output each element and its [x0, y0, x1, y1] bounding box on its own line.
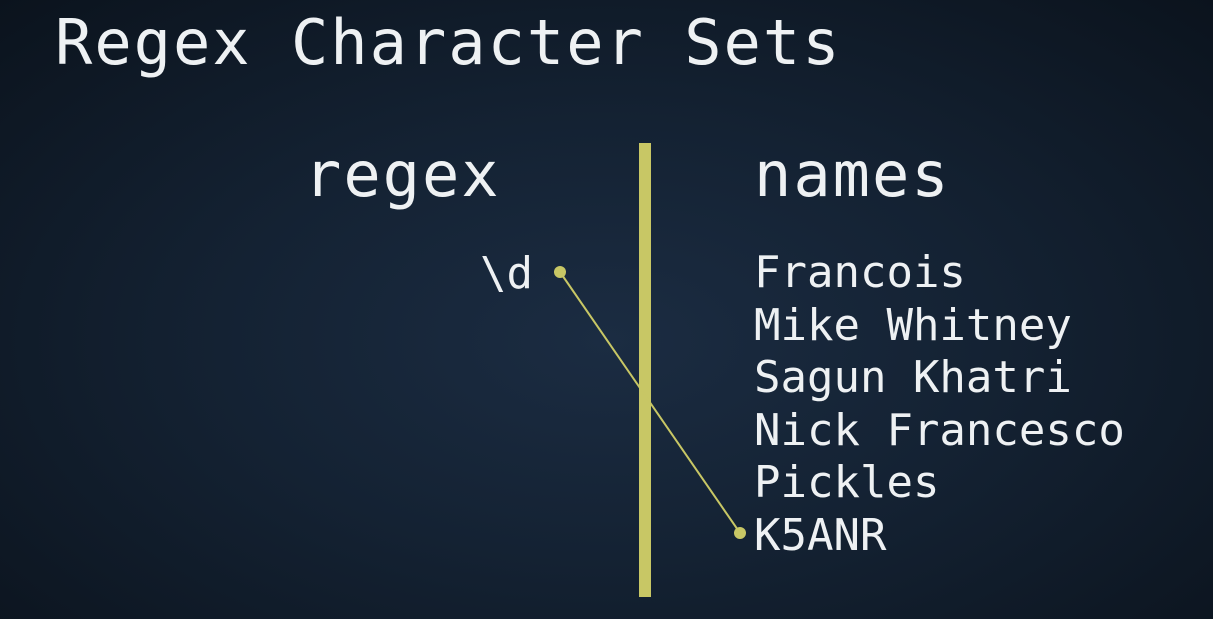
name-item: Pickles — [754, 457, 940, 508]
name-item: Sagun Khatri — [754, 352, 1072, 403]
match-end-dot — [734, 527, 746, 539]
match-start-dot — [554, 266, 566, 278]
regex-column-header: regex — [304, 138, 501, 211]
slide-title: Regex Character Sets — [55, 6, 842, 79]
name-item: Mike Whitney — [754, 299, 1072, 351]
regex-pattern: \d — [480, 248, 533, 299]
names-list: Francois Mike Whitney Sagun Khatri Nick … — [754, 247, 1125, 562]
column-divider — [639, 143, 651, 597]
names-column-header: names — [754, 138, 951, 211]
name-item: K5ANR — [754, 509, 887, 561]
name-item: Francois — [754, 247, 966, 298]
name-item: Nick Francesco — [754, 404, 1125, 456]
